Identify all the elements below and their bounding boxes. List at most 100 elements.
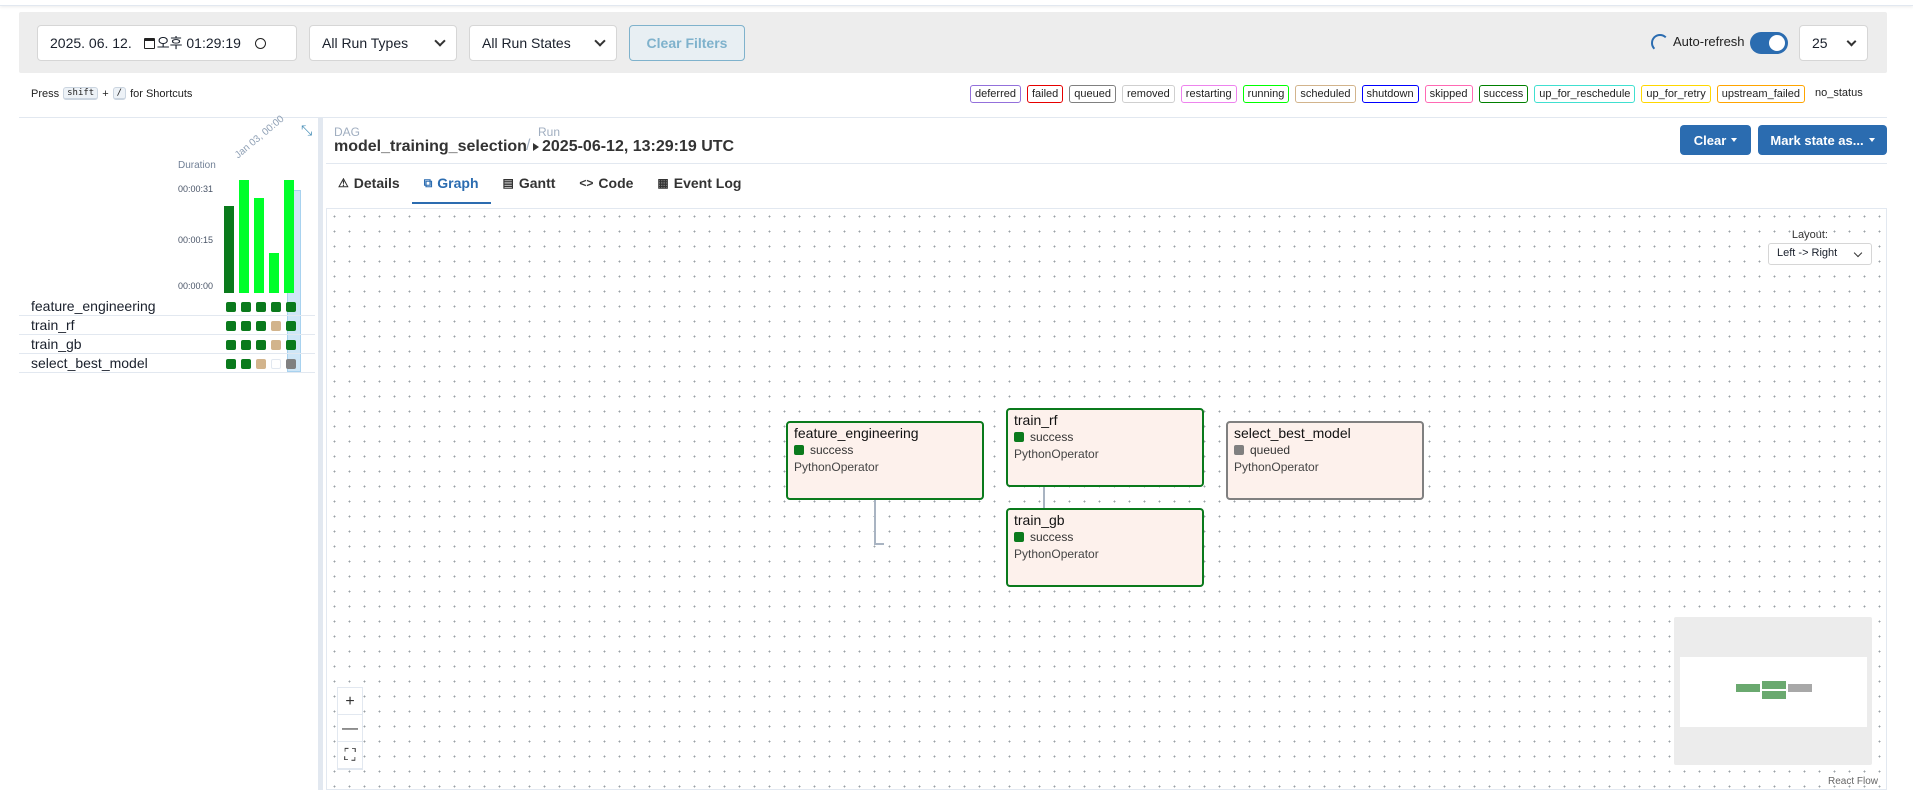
task-instance-square[interactable] [241,302,251,312]
status-square [1014,432,1024,442]
legend-item-running[interactable]: running [1242,85,1290,103]
task-instance-square[interactable] [256,321,266,331]
react-flow-attribution[interactable]: React Flow [1827,776,1878,787]
graph-canvas[interactable]: feature_engineering success PythonOperat… [326,208,1887,790]
task-row[interactable]: select_best_model [19,354,315,373]
minimap[interactable] [1674,617,1872,765]
y-tick-zero: 00:00:00 [178,281,214,291]
run-types-select[interactable]: All Run Types [309,25,457,61]
duration-bar[interactable] [254,198,264,293]
top-nav-edge [0,0,1913,6]
duration-bar[interactable] [269,253,279,293]
zoom-in-button[interactable]: + [338,688,362,715]
clear-button[interactable]: Clear [1680,125,1751,155]
graph-icon: ⧉ [423,175,433,190]
task-instance-square[interactable] [286,340,296,350]
calendar-icon[interactable] [143,37,155,49]
chevron-down-icon [434,35,446,47]
legend-item-skipped[interactable]: skipped [1424,85,1473,103]
zoom-controls: + — ⛶ [337,687,363,770]
run-states-value: All Run States [482,35,571,51]
legend-item-removed[interactable]: removed [1122,85,1175,103]
legend-item-deferred[interactable]: deferred [970,85,1021,103]
task-row[interactable]: feature_engineering [19,297,315,316]
task-name[interactable]: feature_engineering [31,298,156,314]
tab-graph[interactable]: ⧉ Graph [411,164,491,204]
run-name[interactable]: 2025-06-12, 13:29:19 UTC [532,138,735,155]
task-instance-square[interactable] [256,302,266,312]
tab-label: Graph [437,175,479,191]
node-title: train_gb [1014,512,1065,528]
duration-bar[interactable] [224,206,234,293]
legend-item-restarting[interactable]: restarting [1180,85,1237,103]
zoom-out-button[interactable]: — [338,715,362,742]
run-date-input[interactable]: 2025. 06. 12. 오후 01:29:19 [37,25,297,61]
task-row[interactable]: train_gb [19,335,315,354]
caret-down-icon [1868,138,1875,142]
legend-item-up_for_reschedule[interactable]: up_for_reschedule [1534,85,1636,103]
legend-item-scheduled[interactable]: scheduled [1295,85,1356,103]
task-instance-square[interactable] [241,359,251,369]
clock-icon[interactable] [254,37,266,49]
legend-item-upstream_failed[interactable]: upstream_failed [1716,85,1805,103]
task-row[interactable]: train_rf [19,316,315,335]
layout-select[interactable]: Left -> Right [1768,243,1872,265]
legend-item-no_status[interactable]: no_status [1815,87,1863,99]
legend-item-queued[interactable]: queued [1069,85,1116,103]
tab-gantt[interactable]: ▤Gantt [491,164,568,204]
mark-state-button[interactable]: Mark state as... [1758,125,1887,155]
node-title: select_best_model [1234,425,1351,441]
time-value: 오후 01:29:19 [156,35,241,51]
event-log-icon: ▦ [657,176,669,190]
y-tick-max: 00:00:31 [178,184,214,194]
task-instance-square[interactable] [226,359,236,369]
task-instance-square[interactable] [241,340,251,350]
graph-edges [814,436,1104,545]
clear-filters-button[interactable]: Clear Filters [629,25,745,61]
task-name[interactable]: train_gb [31,336,82,352]
task-instance-square[interactable] [286,302,296,312]
graph-node-train_rf[interactable]: train_rf success PythonOperator [1006,408,1204,487]
graph-node-select_best_model[interactable]: select_best_model queued PythonOperator [1226,421,1424,500]
legend-item-up_for_retry[interactable]: up_for_retry [1641,85,1711,103]
task-instance-square[interactable] [271,340,281,350]
task-name[interactable]: select_best_model [31,355,148,371]
status-square [794,445,804,455]
task-instance-square[interactable] [226,302,236,312]
auto-refresh-toggle[interactable] [1750,32,1788,54]
task-instance-square[interactable] [226,321,236,331]
legend-item-shutdown[interactable]: shutdown [1361,85,1419,103]
task-instance-square[interactable] [241,321,251,331]
tab-details[interactable]: ⚠Details [326,164,412,204]
duration-bar[interactable] [284,180,294,293]
tab-event-log[interactable]: ▦Event Log [645,164,753,204]
task-instance-square[interactable] [271,359,281,369]
legend-item-failed[interactable]: failed [1026,85,1064,103]
task-name[interactable]: train_rf [31,317,75,333]
tab-label: Code [598,175,634,191]
fit-view-button[interactable]: ⛶ [338,742,362,769]
run-states-select[interactable]: All Run States [469,25,617,61]
collapse-icon[interactable]: ⤡ [301,122,313,138]
graph-node-feature_engineering[interactable]: feature_engineering success PythonOperat… [786,421,984,500]
duration-bar[interactable] [239,180,249,293]
node-state: success [810,443,854,457]
task-instance-square[interactable] [256,340,266,350]
tab-code[interactable]: <>Code [567,164,645,204]
node-state: success [1030,430,1074,444]
pane-splitter[interactable] [318,117,323,790]
task-instance-square[interactable] [271,302,281,312]
task-instance-square[interactable] [226,340,236,350]
dag-name[interactable]: model_training_selection [334,138,527,155]
task-instance-square[interactable] [286,359,296,369]
num-runs-select[interactable]: 25 [1799,25,1868,61]
minimap-node [1762,691,1786,699]
task-instance-square[interactable] [256,359,266,369]
task-instance-square[interactable] [286,321,296,331]
graph-node-train_gb[interactable]: train_gb success PythonOperator [1006,508,1204,587]
task-instance-square[interactable] [271,321,281,331]
filter-bar: 2025. 06. 12. 오후 01:29:19 All Run Types … [19,12,1887,73]
shortcuts-hint: Press shift + / for Shortcuts [31,87,192,100]
legend-item-success[interactable]: success [1478,85,1529,103]
status-square [1234,445,1244,455]
